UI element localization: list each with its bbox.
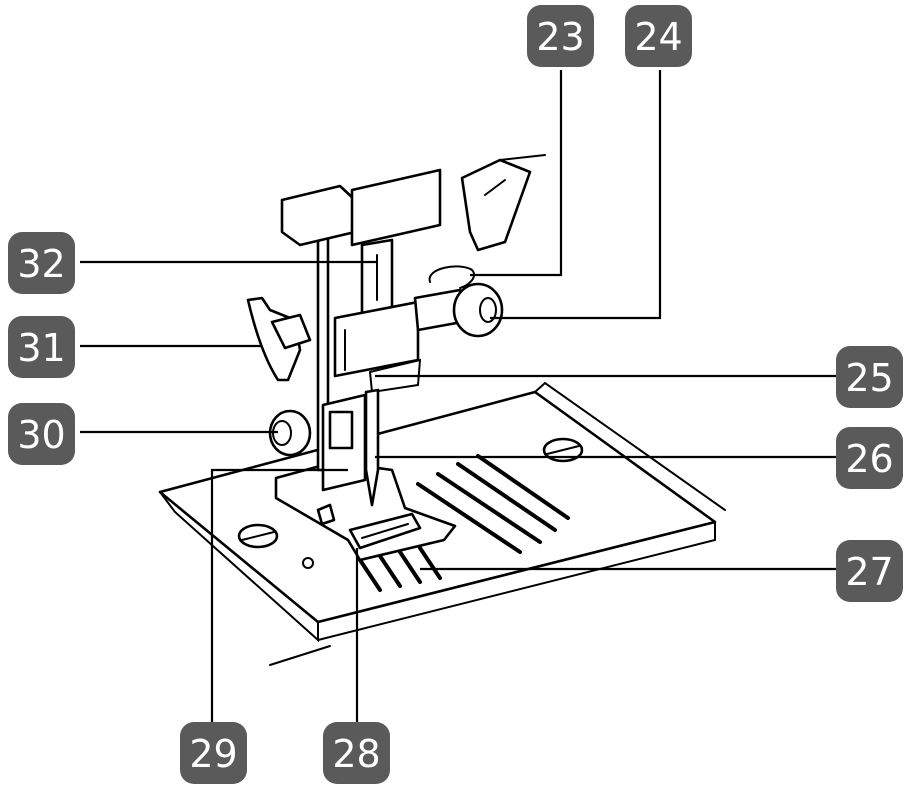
needle-bar xyxy=(280,168,442,507)
callout-24: 24 xyxy=(625,5,692,67)
callout-label-29: 29 xyxy=(189,732,237,776)
callout-26: 26 xyxy=(836,427,903,489)
leader-23 xyxy=(470,70,563,277)
callout-32: 32 xyxy=(8,232,75,294)
callout-label-25: 25 xyxy=(845,356,893,400)
callout-29: 29 xyxy=(180,722,247,784)
callout-label-32: 32 xyxy=(17,242,65,286)
presser-bar xyxy=(246,230,367,492)
callout-label-27: 27 xyxy=(845,550,893,594)
callout-25: 25 xyxy=(836,346,903,408)
callout-23: 23 xyxy=(527,5,594,67)
callout-30: 30 xyxy=(8,403,75,465)
callout-28: 28 xyxy=(323,722,390,784)
callout-label-24: 24 xyxy=(634,15,682,59)
callout-31: 31 xyxy=(8,316,75,378)
callout-27: 27 xyxy=(836,540,903,602)
callout-label-23: 23 xyxy=(536,15,584,59)
callout-label-31: 31 xyxy=(17,326,65,370)
callout-label-30: 30 xyxy=(17,413,65,457)
callout-label-26: 26 xyxy=(845,437,893,481)
callout-label-28: 28 xyxy=(332,732,380,776)
thread-guide xyxy=(413,154,546,338)
leader-29 xyxy=(210,468,348,728)
leader-24 xyxy=(490,70,662,320)
leader-lines xyxy=(80,70,838,728)
needle-plate xyxy=(158,381,726,666)
